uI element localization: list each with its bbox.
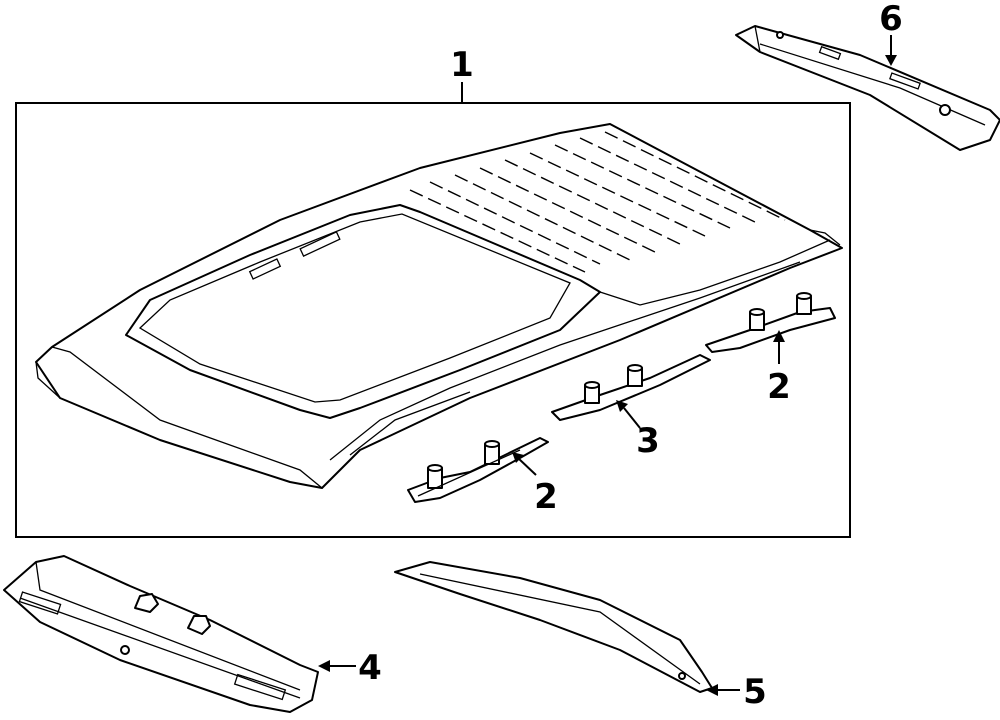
rear-roof-bow[interactable]: [394, 561, 713, 693]
callout-number-5: 5: [743, 672, 767, 712]
leader-line-3: [623, 407, 641, 429]
callout-3: 3: [616, 400, 660, 461]
callout-4: 4: [318, 648, 382, 688]
rear-header-panel[interactable]: [735, 25, 1000, 151]
leader-line-2-front: [517, 457, 537, 476]
roof-bow-front[interactable]: [407, 437, 549, 503]
callout-6: 6: [879, 0, 903, 66]
roof-assembly-frame: [15, 102, 851, 538]
callout-number-2-rear: 2: [767, 367, 791, 407]
arrowhead-2-front: [512, 452, 524, 463]
arrowhead-4: [318, 660, 330, 672]
callout-number-2-front: 2: [534, 477, 558, 517]
callout-number-1: 1: [450, 45, 474, 85]
callout-number-3: 3: [636, 421, 660, 461]
callout-1: 1: [450, 45, 474, 103]
callout-number-6: 6: [879, 0, 903, 39]
arrowhead-2-rear: [773, 330, 785, 342]
callout-5: 5: [706, 672, 767, 712]
arrowhead-6: [885, 55, 897, 66]
roof-bow-center[interactable]: [551, 354, 711, 421]
callout-2-front: 2: [512, 452, 558, 517]
roof-bow-rear[interactable]: [705, 292, 836, 353]
callout-2-rear: 2: [767, 330, 791, 407]
arrowhead-5: [706, 684, 718, 696]
callout-number-4: 4: [358, 648, 382, 688]
roof-panel[interactable]: [35, 123, 843, 489]
front-header-panel[interactable]: [3, 555, 319, 713]
arrowhead-3: [616, 400, 628, 412]
